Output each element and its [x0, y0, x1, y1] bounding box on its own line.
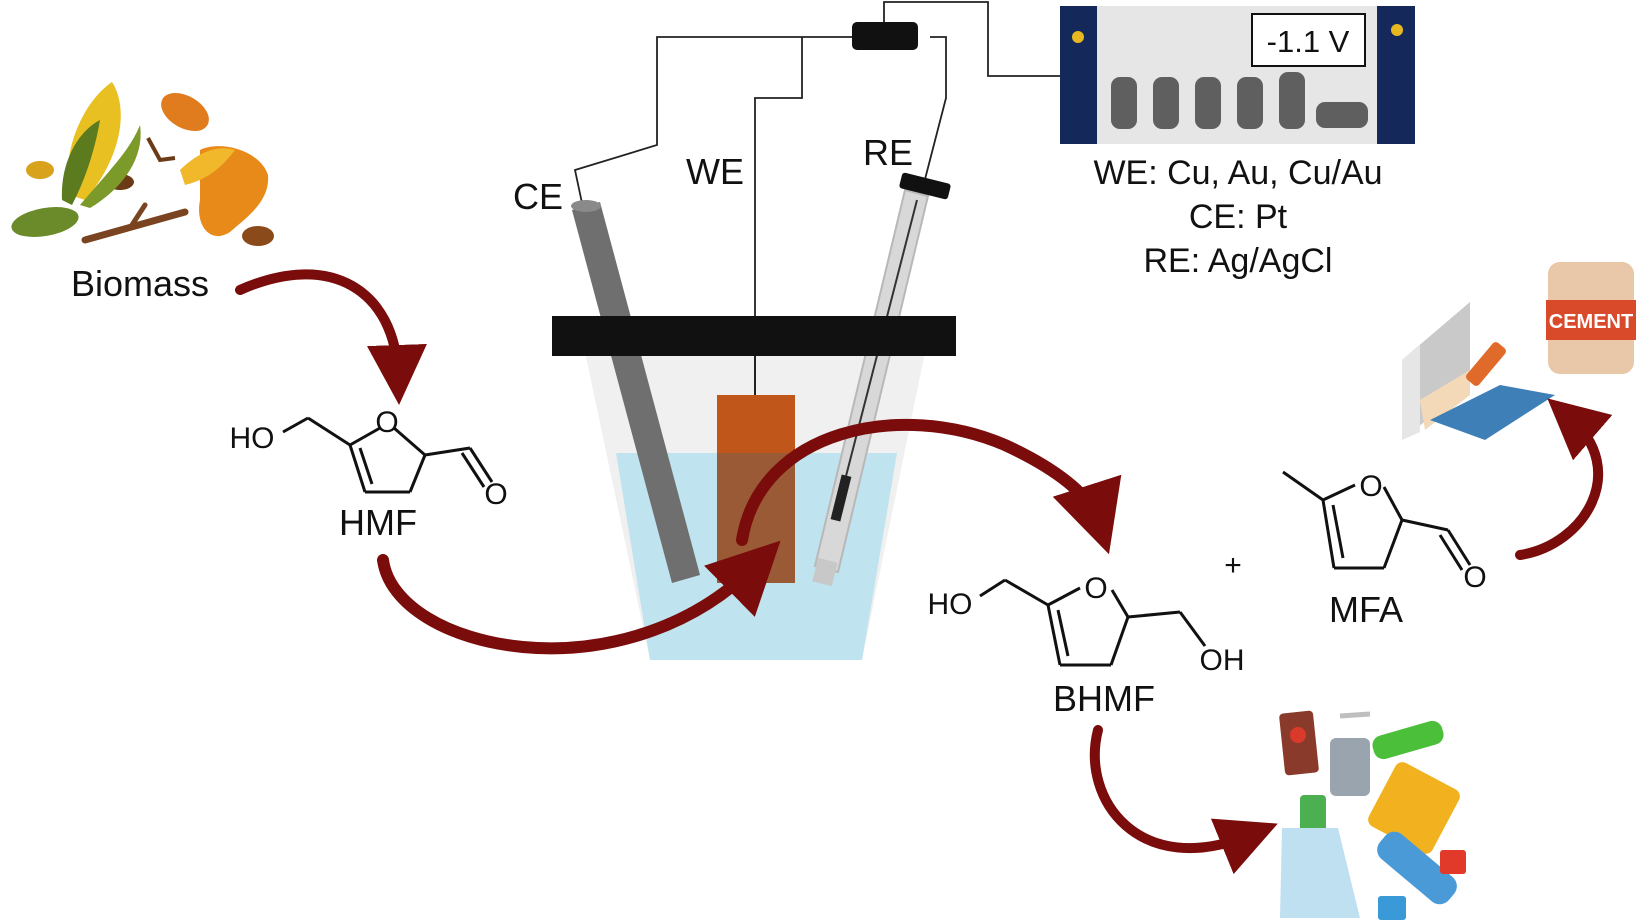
plastic-products-illustration — [1279, 710, 1466, 920]
mfa-label: MFA — [1329, 589, 1403, 630]
arrow-bhmf-to-plastics — [1089, 725, 1278, 875]
screw-icon — [1072, 31, 1084, 43]
legend-reference-electrode: RE: Ag/AgCl — [1144, 242, 1333, 280]
cement-bag-label: CEMENT — [1549, 311, 1633, 333]
reference-electrode-cap — [899, 172, 951, 200]
legend-working-electrode: WE: Cu, Au, Cu/Au — [1093, 154, 1382, 192]
yogurt-cup-icon — [1378, 896, 1406, 920]
twig-icon — [127, 202, 148, 231]
biomass-illustration — [11, 82, 274, 246]
bhmf-structure — [979, 578, 1207, 667]
water-bottle-icon — [1377, 831, 1457, 905]
leaf-icon — [26, 161, 54, 179]
bhmf-hydroxyl-left: HO — [928, 588, 973, 621]
hmf-label: HMF — [339, 502, 417, 543]
counter-electrode — [572, 202, 700, 583]
wire-connector — [852, 22, 918, 50]
arrow-cell-to-bhmf — [736, 418, 1122, 555]
hmf-carbonyl-oxygen: O — [484, 478, 507, 511]
reference-electrode-element — [830, 474, 852, 522]
legend-counter-electrode: CE: Pt — [1189, 198, 1288, 236]
corn-husk-icon — [61, 120, 100, 205]
soda-bottle-icon — [1372, 720, 1444, 760]
potentiostat-knob — [1195, 77, 1221, 129]
mesh-icon — [1430, 385, 1555, 440]
potentiostat-knob — [1279, 72, 1305, 129]
spoon-icon — [1339, 711, 1371, 719]
electrochemical-cell — [552, 172, 956, 660]
plaster-icon — [1420, 370, 1470, 430]
wall-side — [1402, 345, 1420, 440]
potentiostat-knob — [1153, 77, 1179, 129]
detergent-bottle-icon — [1330, 738, 1370, 796]
screw-icon — [1391, 24, 1403, 36]
mfa-carbonyl-oxygen: O — [1463, 561, 1486, 594]
potentiostat — [1060, 6, 1415, 144]
mfa-ring-oxygen: O — [1359, 470, 1382, 503]
trowel-handle-icon — [1466, 342, 1506, 386]
squash-leaf-icon — [180, 148, 235, 185]
plastic-bag-icon — [1280, 828, 1360, 918]
potentiostat-display-value: -1.1 V — [1267, 24, 1350, 59]
bhmf-ring-oxygen: O — [1084, 572, 1107, 605]
mfa-structure — [1282, 470, 1472, 571]
cup-icon — [1440, 850, 1466, 874]
arrow-mfa-to-cement — [1515, 398, 1613, 560]
corn-husk-icon — [80, 125, 141, 208]
potentiostat-display — [1251, 13, 1366, 67]
working-electrode-label: WE — [686, 151, 744, 192]
tube-icon — [1279, 710, 1319, 776]
tube-label-dot — [1290, 727, 1306, 743]
potentiostat-knob — [1237, 77, 1263, 129]
plus-sign: + — [1224, 549, 1242, 582]
counter-electrode-top — [571, 200, 601, 212]
leaf-icon — [161, 93, 209, 131]
potentiostat-knob — [1111, 77, 1137, 129]
counter-electrode-label: CE — [513, 176, 563, 217]
bhmf-label: BHMF — [1053, 678, 1155, 719]
hmf-structure — [282, 416, 494, 494]
leaf-icon — [242, 226, 274, 246]
biomass-label: Biomass — [71, 263, 209, 304]
potentiostat-knob — [1316, 102, 1368, 128]
leaf-icon — [11, 207, 79, 237]
cell-lid — [552, 316, 956, 356]
cement-bag-band — [1546, 300, 1636, 340]
hmf-ring-oxygen: O — [375, 406, 398, 439]
reference-electrode-label: RE — [863, 132, 913, 173]
construction-illustration — [1402, 262, 1636, 440]
circuit-wires — [573, 1, 1060, 318]
arrow-hmf-to-cell — [377, 540, 781, 655]
jerrycan-icon — [1368, 762, 1460, 854]
reference-electrode-tip — [812, 557, 838, 587]
hmf-hydroxyl: HO — [230, 422, 275, 455]
twig-icon — [81, 208, 189, 244]
process-arrows — [235, 269, 1613, 875]
twig-icon — [146, 137, 176, 163]
arrow-biomass-to-hmf — [235, 269, 427, 405]
bhmf-hydroxyl-right: OH — [1200, 644, 1245, 677]
